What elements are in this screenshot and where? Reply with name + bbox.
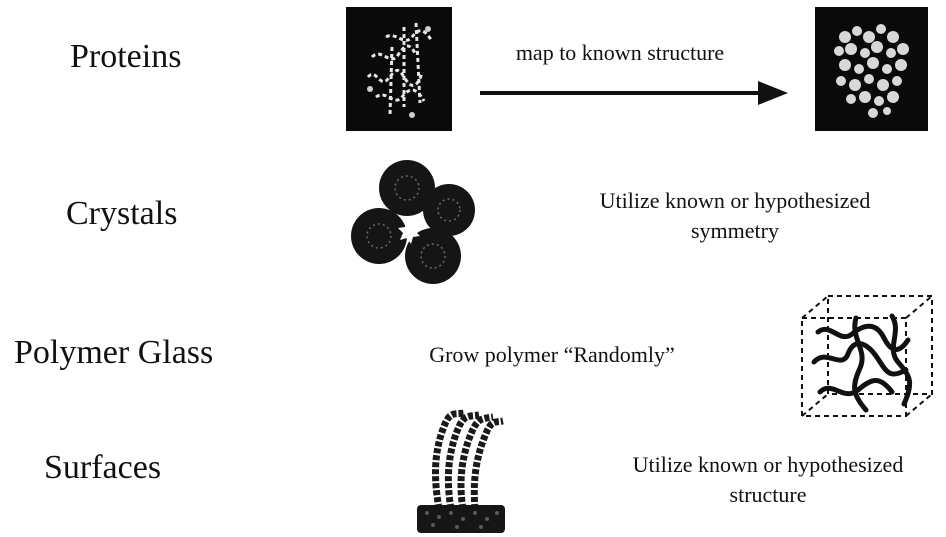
- polymer-chain-box-image: [796, 292, 942, 422]
- crystals-method-line-2: symmetry: [550, 216, 920, 246]
- row-label-crystals: Crystals: [66, 197, 177, 231]
- crystals-method-text: Utilize known or hypothesized symmetry: [550, 186, 920, 246]
- surface-slab-image: [413, 405, 509, 535]
- arrow-right-icon: [478, 78, 790, 108]
- surfaces-method-line-2: structure: [590, 480, 946, 510]
- crystals-method-line-1: Utilize known or hypothesized: [550, 186, 920, 216]
- protein-mapped-structure-image: [815, 7, 928, 131]
- proteins-method-text: map to known structure: [470, 38, 770, 68]
- row-label-surfaces: Surfaces: [44, 451, 161, 485]
- protein-ribbon-image: [346, 7, 452, 131]
- row-label-polymer-glass: Polymer Glass: [14, 336, 213, 370]
- row-label-proteins: Proteins: [70, 40, 181, 74]
- surfaces-method-text: Utilize known or hypothesized structure: [590, 450, 946, 510]
- polymer-method-text: Grow polymer “Randomly”: [382, 340, 722, 370]
- surfaces-method-line-1: Utilize known or hypothesized: [590, 450, 946, 480]
- crystal-cluster-image: [345, 158, 479, 288]
